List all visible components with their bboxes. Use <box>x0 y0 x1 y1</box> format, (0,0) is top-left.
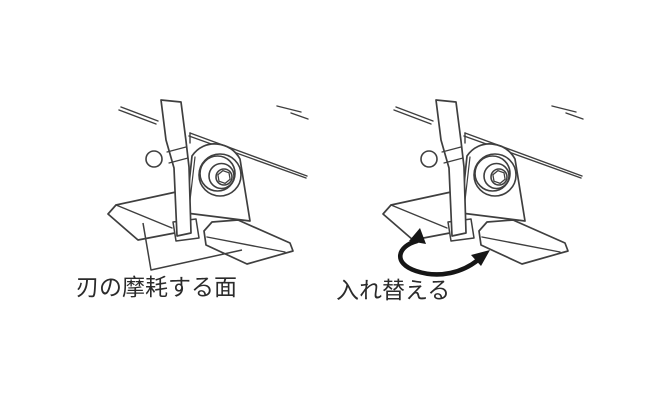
callout-leader-lines <box>142 222 243 271</box>
assembly-drawing-left <box>107 99 309 265</box>
caption-swap-blades: 入れ替える <box>336 278 451 303</box>
swap-arrow-icon <box>398 228 490 277</box>
caption-blade-wear-surface: 刃の摩耗する面 <box>76 275 237 300</box>
